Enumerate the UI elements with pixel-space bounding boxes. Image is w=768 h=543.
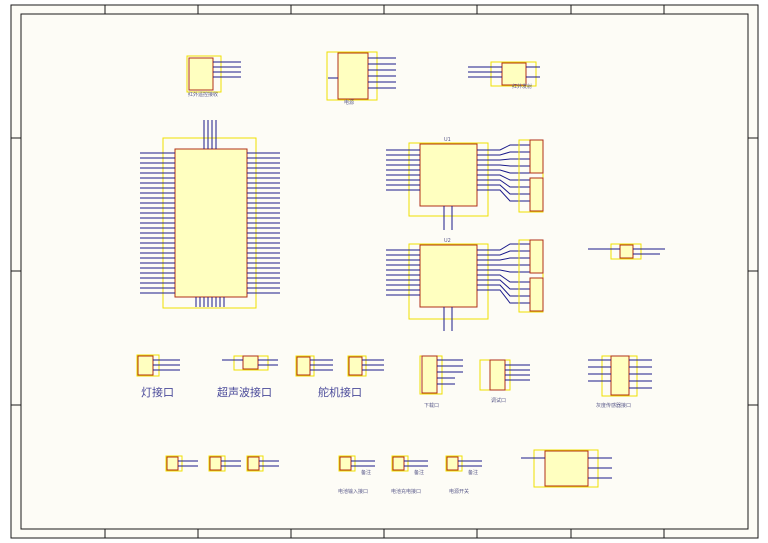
bottom-ic[interactable] (521, 449, 612, 488)
power-label: 电源 (344, 99, 354, 106)
ir-receiver-part[interactable]: 红外遥控接收 (186, 55, 241, 98)
bottom-connector-1[interactable] (165, 455, 198, 472)
grayscale-connector[interactable]: 灰度传感器接口 (588, 355, 652, 409)
ultrasonic-connector[interactable] (222, 355, 278, 371)
power-switch-note: 备注 (468, 469, 478, 476)
driver-ic-a[interactable]: U1 (386, 137, 544, 230)
power-part[interactable]: 电源 (326, 51, 396, 106)
power-switch[interactable]: 备注 电源开关 (445, 455, 482, 495)
ir-emitter-part[interactable]: 红外发射 (468, 61, 540, 90)
lamp-port-label: 灯接口 (141, 386, 174, 399)
charge-note: 备注 (414, 469, 424, 476)
ir-emitter-label: 红外发射 (512, 83, 532, 90)
ultrasonic-port-label: 超声波接口 (217, 385, 272, 399)
bottom-connector-2[interactable] (208, 455, 241, 472)
driver-ic-a-ref: U1 (444, 137, 451, 143)
driver-ic-b-ref: U2 (444, 238, 451, 244)
power-switch-label: 电源开关 (449, 488, 469, 495)
charge-connector[interactable]: 备注 电池充电接口 (391, 455, 428, 495)
servo-connector-2[interactable] (347, 355, 384, 377)
battery-input-connector[interactable]: 备注 电池输入接口 (338, 455, 375, 495)
battery-input-label: 电池输入接口 (338, 488, 368, 495)
debug-connector[interactable]: 调试口 (479, 359, 530, 404)
grayscale-port-label: 灰度传感器接口 (596, 402, 631, 409)
servo-port-label: 舵机接口 (318, 385, 362, 399)
download-port-label: 下载口 (424, 402, 439, 409)
zone-ticks (11, 5, 758, 538)
driver-ic-b[interactable]: U2 (386, 238, 544, 331)
servo-connector-1[interactable] (295, 355, 333, 377)
debug-port-label: 调试口 (491, 397, 506, 404)
charge-port-label: 电池充电接口 (391, 488, 421, 495)
battery-input-note: 备注 (361, 469, 371, 476)
outer-frame (10, 4, 759, 539)
download-connector[interactable]: 下载口 (419, 355, 463, 409)
main-mcu[interactable] (140, 120, 280, 309)
small-part-right[interactable] (588, 243, 665, 260)
lamp-connector[interactable] (136, 354, 180, 377)
ir-receiver-label: 红外遥控接收 (188, 91, 218, 98)
bottom-connector-3[interactable] (246, 455, 279, 472)
